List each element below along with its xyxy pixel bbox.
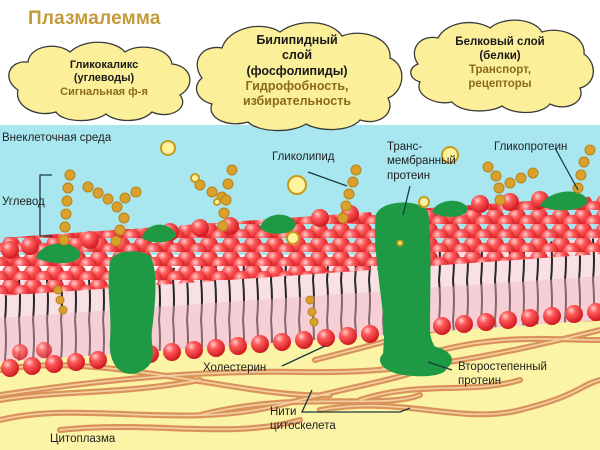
cloud-bilipid — [195, 21, 403, 132]
bilipid-function-1: Гидрофобность, — [245, 78, 349, 93]
protein-function-1: Транспорт, — [468, 64, 532, 77]
label-cytoskeleton: Нити цитоскелета — [270, 405, 336, 434]
proteins — [36, 191, 588, 377]
label-peripheral-2: протеин — [458, 375, 502, 388]
cloud-glycocalyx-text: Гликокаликс (углеводы) Сигнальная ф-я — [34, 59, 174, 99]
label-peripheral-protein: Второстепенный протеин — [458, 360, 547, 389]
label-transmembrane-3: протеин — [387, 169, 431, 182]
protein-title: Белковый слой — [455, 36, 545, 48]
bilipid-title: Билипидный — [256, 33, 338, 47]
label-glycolipid: Гликолипид — [272, 151, 335, 163]
bilipid-function-2: избирательность — [242, 94, 352, 108]
cloud-protein — [410, 19, 594, 114]
label-transmembrane-2: мембранный — [387, 155, 456, 168]
label-cytoskeleton-1: Нити — [270, 406, 297, 418]
cloud-bilipid-text: Билипидный слой (фосфолипиды) Гидрофобно… — [222, 33, 372, 109]
glycocalyx-function: Сигнальная ф-я — [60, 85, 148, 98]
carbohydrate-chains — [53, 144, 596, 327]
cloud-glycocalyx — [8, 41, 191, 122]
label-peripheral-1: Второстепенный — [458, 361, 547, 373]
label-transmembrane-protein: Транс- мембранный протеин — [387, 140, 456, 183]
transmembrane-protein-main — [375, 202, 447, 377]
label-cholesterol: Холестерин — [203, 362, 267, 374]
bilipid-layer: слой — [281, 48, 313, 63]
label-extracellular: Внеклеточная среда — [2, 132, 112, 144]
clouds — [8, 19, 594, 132]
glycocalyx-subtitle: (углеводы) — [73, 72, 135, 85]
label-carbohydrate: Углевод — [2, 196, 45, 208]
page-title: Плазмалемма — [28, 8, 161, 29]
label-cytoplasm: Цитоплазма — [50, 433, 116, 445]
transmembrane-protein-left — [108, 251, 156, 374]
protein-subtitle: (белки) — [479, 50, 521, 63]
peripheral-protein — [380, 344, 452, 376]
label-cytoskeleton-2: цитоскелета — [270, 420, 336, 433]
floating-molecules — [160, 140, 459, 247]
protein-function-2: рецепторы — [468, 78, 532, 91]
leader-lines — [39, 147, 579, 413]
glycocalyx-title: Гликокаликс — [69, 59, 139, 71]
bilipid-subtitle: (фосфолипиды) — [246, 63, 348, 78]
glycoprotein-right-base — [540, 191, 588, 211]
cloud-protein-text: Белковый слой (белки) Транспорт, рецепто… — [430, 35, 570, 91]
label-transmembrane-1: Транс- — [387, 141, 423, 153]
label-glycoprotein: Гликопротеин — [494, 141, 568, 153]
glycoprotein-left-base — [36, 243, 81, 264]
